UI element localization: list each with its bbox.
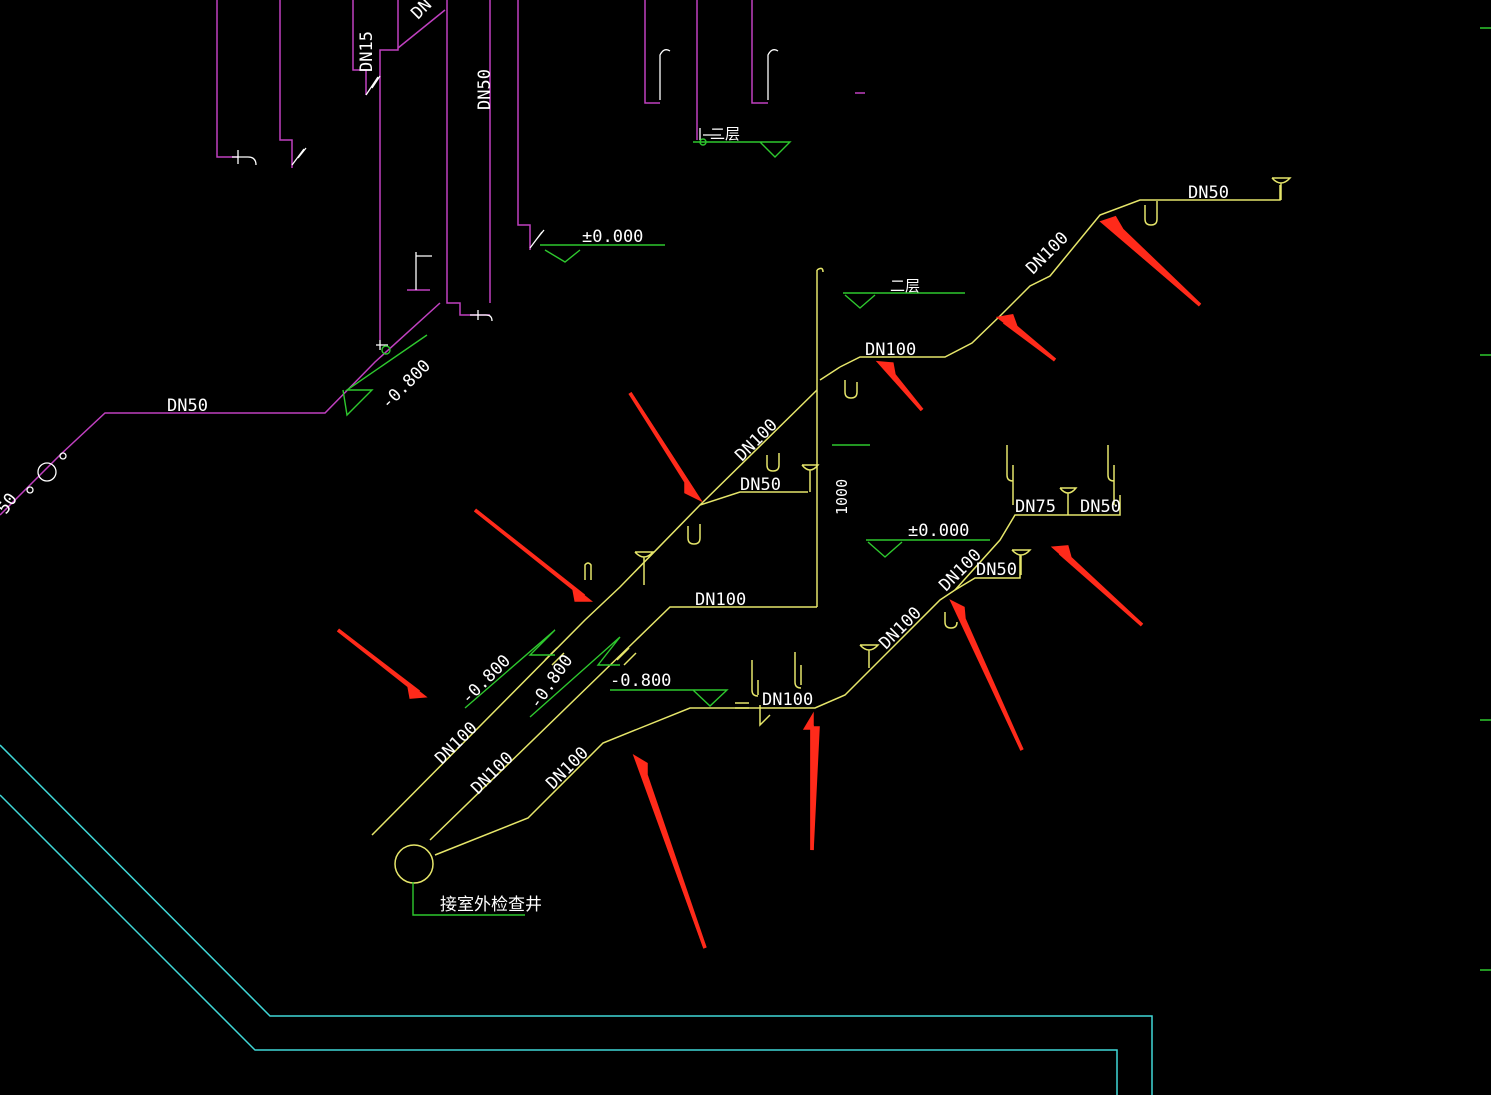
red-arrow-5 bbox=[473, 508, 594, 602]
edge-ticks bbox=[1480, 27, 1491, 971]
red-arrow-2 bbox=[995, 314, 1057, 362]
red-arrow-6 bbox=[336, 628, 428, 699]
label-dn100-mid-horiz: DN100 bbox=[695, 590, 746, 610]
label-dn50-right-b: DN50 bbox=[976, 560, 1017, 580]
label-dn100-stack-diag: DN100 bbox=[731, 415, 781, 465]
pipe-labels: DN15 DN50 DN 50 DN50 ±0.000 二层 二层 -0.800… bbox=[0, 0, 1229, 915]
label-level-zero-mid: ±0.000 bbox=[908, 521, 969, 541]
label-level-zero-top: ±0.000 bbox=[582, 227, 643, 247]
level-markers bbox=[342, 138, 990, 916]
label-height-1000: 1000 bbox=[833, 479, 851, 515]
label-floor-two-mid: 二层 bbox=[890, 277, 920, 295]
red-arrow-10 bbox=[1050, 545, 1144, 627]
red-arrow-8 bbox=[802, 711, 820, 851]
label-dn15: DN15 bbox=[357, 31, 377, 72]
label-manhole: 接室外检查井 bbox=[440, 895, 542, 915]
label-dn100-lower-a: DN100 bbox=[431, 718, 481, 768]
label-dn100-lower-c: DN100 bbox=[542, 743, 592, 793]
red-arrow-1 bbox=[1099, 215, 1202, 307]
magenta-pipe-system bbox=[0, 0, 865, 516]
fixture-symbols-top bbox=[26, 49, 779, 494]
label-level-neg-c: -0.800 bbox=[610, 671, 671, 691]
label-floor-two-top: 二层 bbox=[710, 125, 740, 143]
label-dn100-lower-b: DN100 bbox=[467, 748, 517, 798]
label-dn100-upper-horiz: DN100 bbox=[865, 340, 916, 360]
red-arrow-3 bbox=[875, 360, 924, 412]
red-arrow-4 bbox=[628, 392, 703, 503]
label-level-neg-magenta: -0.800 bbox=[377, 356, 435, 414]
label-dn50-stack-branch: DN50 bbox=[740, 475, 781, 495]
label-dn50-top-right: DN50 bbox=[1188, 183, 1229, 203]
building-boundary bbox=[0, 744, 1153, 1095]
label-dn50-partial-left: 50 bbox=[0, 490, 22, 518]
red-arrow-9 bbox=[949, 599, 1024, 751]
label-dn100-upper-diag: DN100 bbox=[1022, 228, 1072, 278]
label-dn50-vertical: DN50 bbox=[475, 69, 495, 110]
label-dn100-right-diag-b: DN100 bbox=[875, 603, 925, 653]
label-dn50-right-a: DN50 bbox=[1080, 497, 1121, 517]
yellow-pipe-system bbox=[371, 177, 1292, 884]
red-arrow-7 bbox=[632, 753, 707, 949]
label-dn50-magenta: DN50 bbox=[167, 396, 208, 416]
label-dn75: DN75 bbox=[1015, 497, 1056, 517]
red-annotation-arrows bbox=[336, 215, 1202, 949]
label-dn100-bottom-horiz: DN100 bbox=[762, 690, 813, 710]
